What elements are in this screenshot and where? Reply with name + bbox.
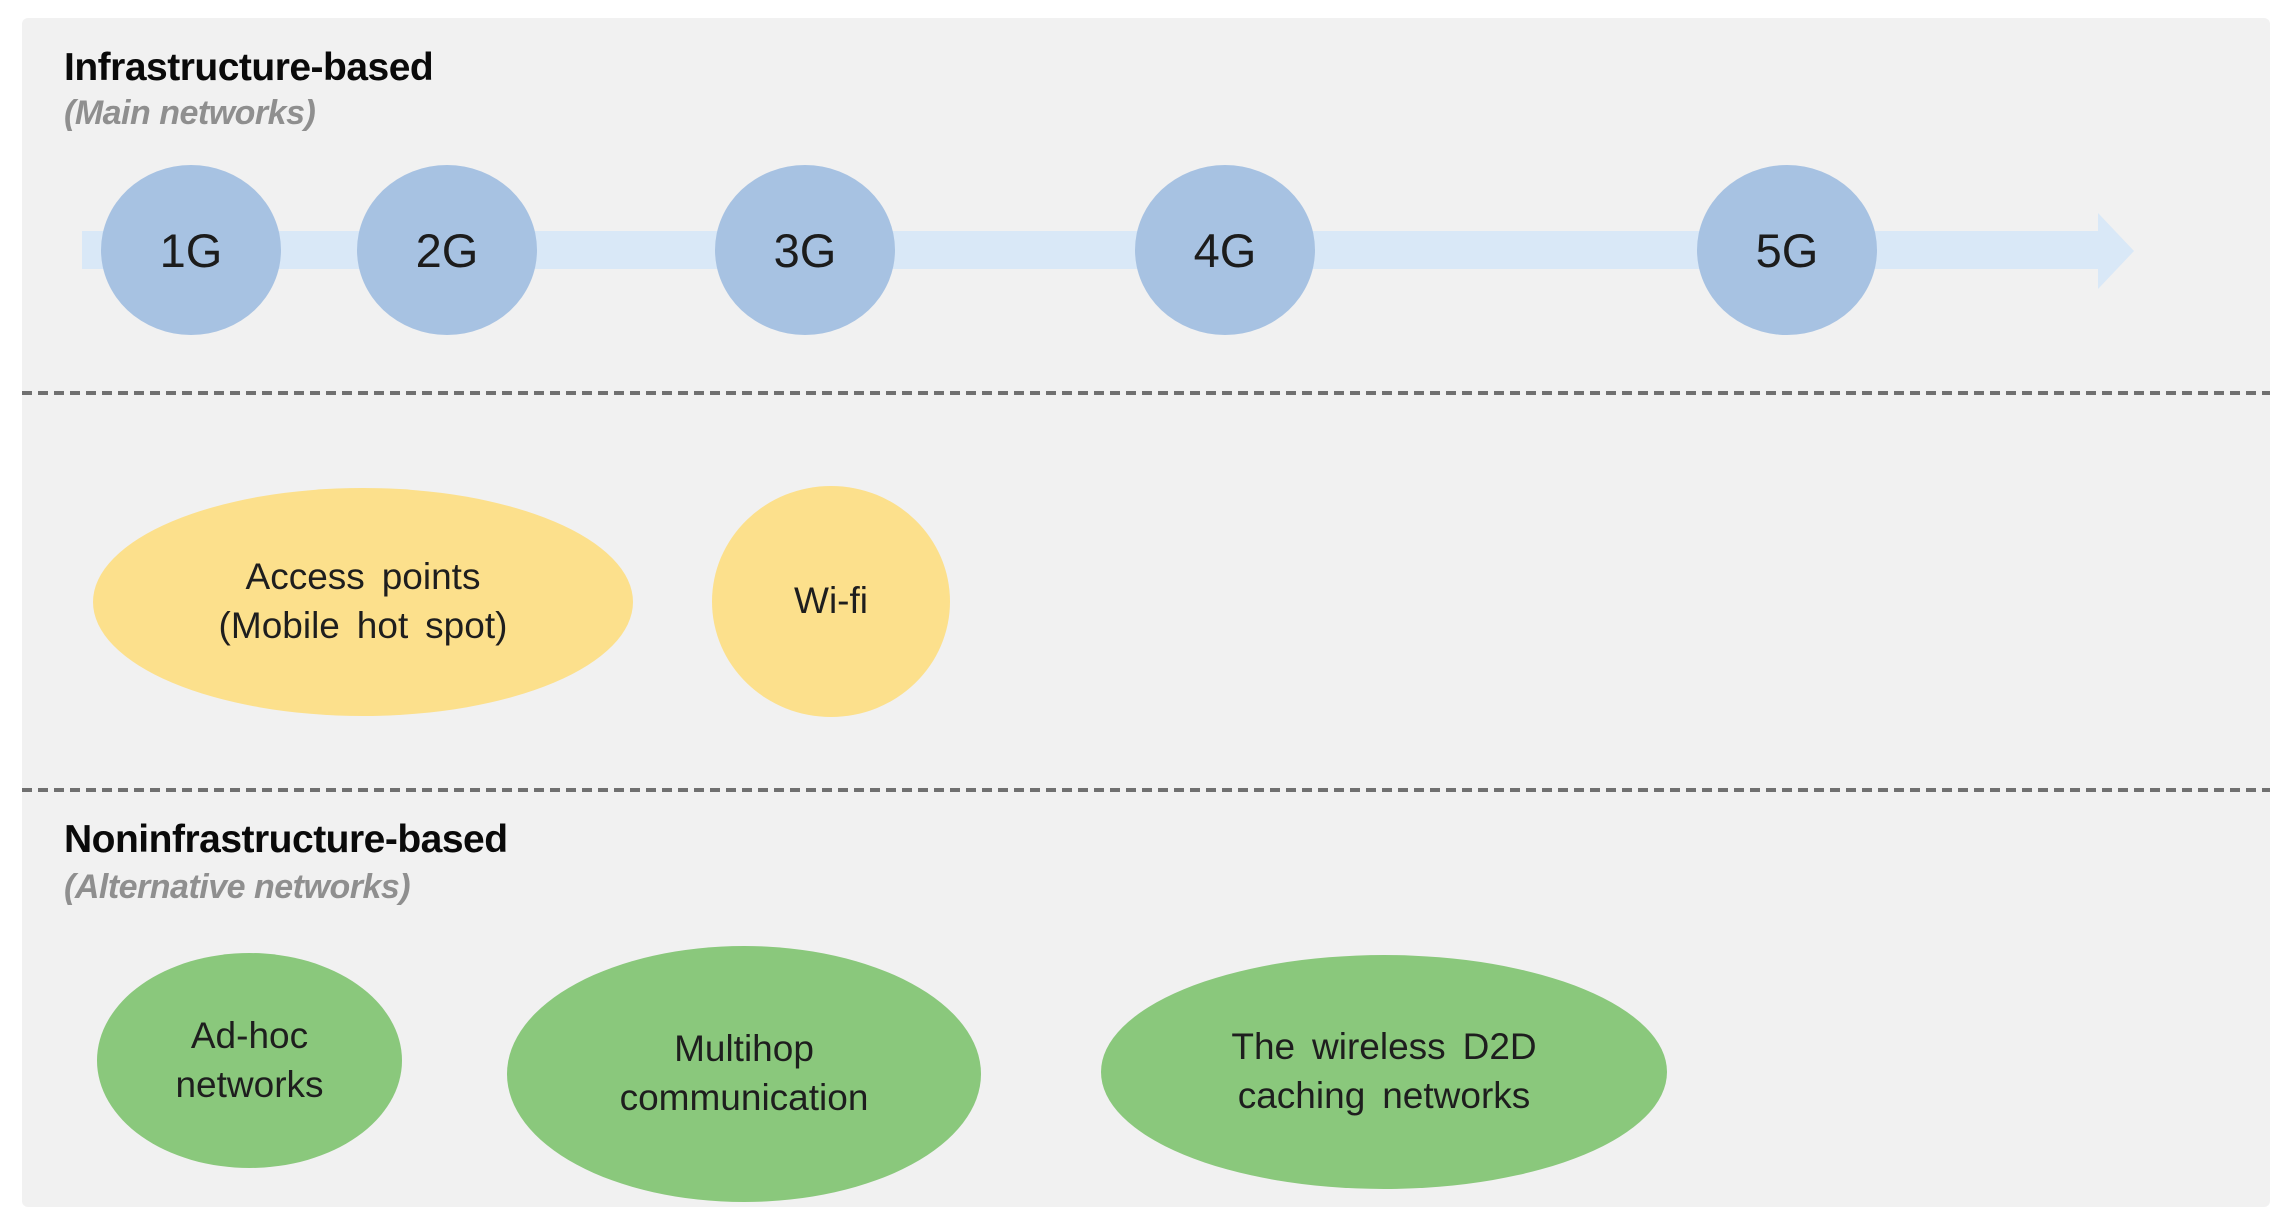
generation-label-5g: 5G [1755, 223, 1819, 277]
access-points-node: Access points (Mobile hot spot) [93, 488, 633, 716]
multihop-label-line2: communication [619, 1077, 869, 1118]
adhoc-label-line2: networks [175, 1063, 324, 1105]
main-networks-subtitle: (Main networks) [64, 94, 316, 132]
infrastructure-title: Infrastructure-based [64, 46, 434, 89]
divider-dashed-bottom [22, 788, 2270, 792]
timeline-arrowhead-icon [2098, 213, 2134, 289]
d2d-label-line1: The wireless D2D [1231, 1026, 1537, 1068]
divider-dashed-top [22, 391, 2270, 395]
diagram-panel: Infrastructure-based (Main networks) 1G … [22, 18, 2270, 1207]
access-points-label-line1: Access points [245, 556, 481, 598]
noninfrastructure-title: Noninfrastructure-based [64, 818, 508, 861]
generation-node-4g: 4G [1135, 165, 1315, 335]
adhoc-label-line1: Ad-hoc [190, 1014, 309, 1056]
d2d-label-line2: caching networks [1237, 1075, 1531, 1116]
generation-node-5g: 5G [1697, 165, 1877, 335]
generation-label-4g: 4G [1193, 223, 1257, 277]
generation-node-2g: 2G [357, 165, 537, 335]
generation-label-2g: 2G [415, 223, 479, 277]
wifi-label: Wi-fi [794, 580, 868, 622]
wifi-node: Wi-fi [712, 486, 950, 717]
multihop-label-line1: Multihop [674, 1028, 814, 1070]
multihop-communication-node: Multihop communication [507, 946, 981, 1202]
generation-node-1g: 1G [101, 165, 281, 335]
access-points-label-line2: (Mobile hot spot) [218, 605, 508, 646]
generation-node-3g: 3G [715, 165, 895, 335]
adhoc-networks-node: Ad-hoc networks [97, 953, 402, 1168]
alternative-networks-subtitle: (Alternative networks) [64, 868, 411, 906]
generation-label-3g: 3G [773, 223, 837, 277]
generation-label-1g: 1G [159, 223, 223, 277]
d2d-caching-networks-node: The wireless D2D caching networks [1101, 955, 1667, 1189]
